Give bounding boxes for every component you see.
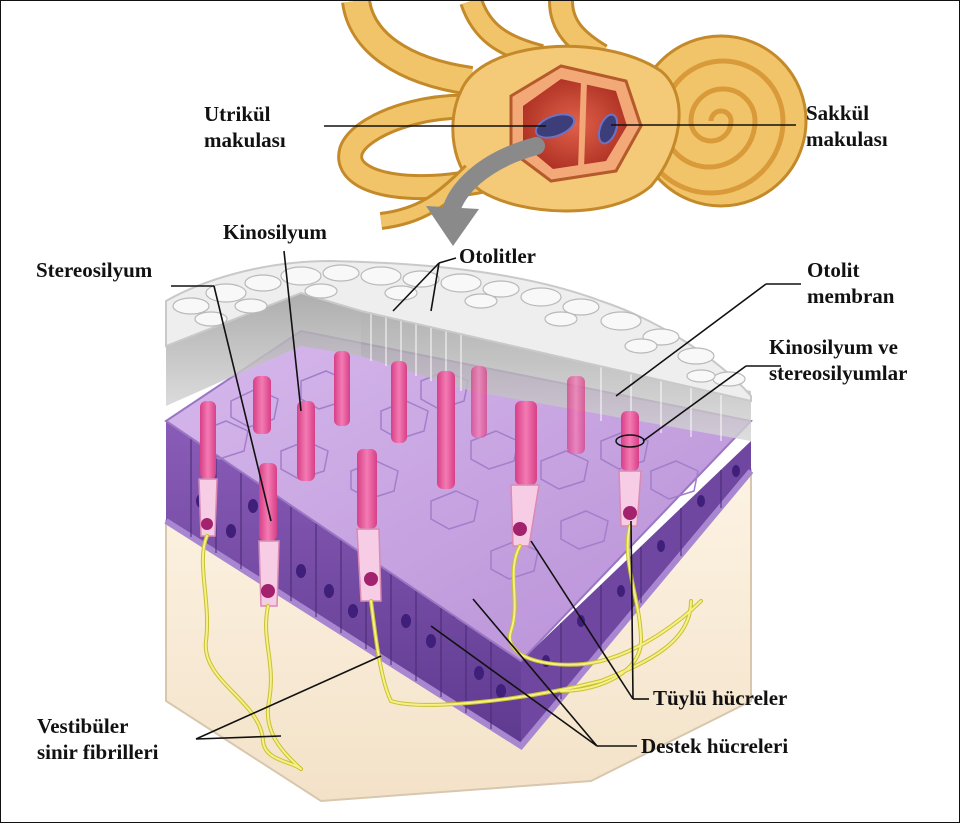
label-otolit-line2: membran — [807, 283, 895, 309]
label-otolit-membran: Otolit membran — [807, 257, 895, 309]
label-stereosilyum: Stereosilyum — [36, 257, 152, 283]
label-kinosilyum: Kinosilyum — [223, 219, 327, 245]
label-vestibuler-sinir-fibrilleri: Vestibüler sinir fibrilleri — [37, 713, 159, 765]
label-sakkul-line1: Sakkül — [806, 100, 888, 126]
label-otolit-line1: Otolit — [807, 257, 895, 283]
label-utrikul-line2: makulası — [204, 127, 286, 153]
labyrinth — [350, 1, 806, 221]
label-tuylu-hucreler: Tüylü hücreler — [653, 685, 787, 711]
leader-otolitler-h — [439, 258, 456, 263]
label-kinoster-line2: stereosilyumlar — [769, 360, 907, 386]
label-vestibuler-line2: sinir fibrilleri — [37, 739, 159, 765]
label-otolitler: Otolitler — [459, 243, 536, 269]
label-destek-hucreleri: Destek hücreleri — [641, 733, 788, 759]
label-sakkul-makulasi: Sakkül makulası — [806, 100, 888, 152]
label-kinoster-line1: Kinosilyum ve — [769, 334, 907, 360]
label-utrikul-line1: Utrikül — [204, 101, 286, 127]
label-vestibuler-line1: Vestibüler — [37, 713, 159, 739]
label-sakkul-line2: makulası — [806, 126, 888, 152]
label-utrikul-makulasi: Utrikül makulası — [204, 101, 286, 153]
label-kinosilyum-ve-stereosilyumlar: Kinosilyum ve stereosilyumlar — [769, 334, 907, 386]
